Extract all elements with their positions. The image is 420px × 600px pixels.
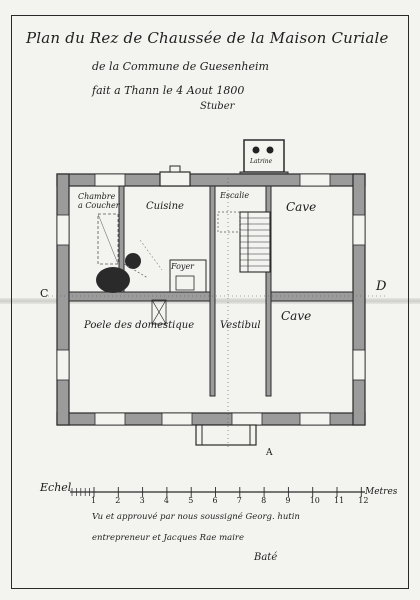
border-frame <box>11 15 409 589</box>
scale-tick-label: 5 <box>188 496 194 505</box>
interior-walls <box>68 185 354 397</box>
scale-tick-label: 7 <box>236 496 242 505</box>
kitchen-stove <box>96 239 163 293</box>
room-label-cave-top: Cave <box>286 200 317 214</box>
scale-tick-label: 2 <box>115 496 121 505</box>
entrance-steps <box>195 424 257 446</box>
foyer-hearth <box>169 259 207 293</box>
room-label-vestibul: Vestibul <box>220 320 261 331</box>
title-line-1: Plan du Rez de Chaussée de la Maison Cur… <box>26 29 389 47</box>
chambre-bed-area <box>97 213 119 265</box>
scale-tick-label: 6 <box>212 496 218 505</box>
cellar-hatch <box>151 299 167 325</box>
scale-unit: Metres <box>365 487 398 497</box>
scale-tick-label: 3 <box>139 496 145 505</box>
chimney <box>159 165 191 187</box>
scale-label: Echel <box>40 481 72 494</box>
room-label-cave-bottom: Cave <box>281 309 312 323</box>
approval-line-2: entrepreneur et Jacques Rae maire <box>92 533 245 543</box>
title-line-2: de la Commune de Guesenheim <box>92 60 269 73</box>
title-line-3: fait a Thann le 4 Aout 1800 <box>92 84 245 97</box>
room-label-chambre: Chambre a Coucher <box>78 192 120 210</box>
approval-line-1: Vu et approuvé par nous soussigné Georg.… <box>92 512 300 522</box>
room-label-escalier: Escalie <box>220 191 250 200</box>
scale-tick-label: 9 <box>285 496 291 505</box>
scale-tick-label: 11 <box>334 496 345 505</box>
scale-tick-label: 10 <box>309 496 320 505</box>
approval-signature: Baté <box>254 552 278 563</box>
room-label-cuisine: Cuisine <box>146 201 184 212</box>
title-signature: Stuber <box>200 101 235 112</box>
scale-tick-label: 4 <box>163 496 169 505</box>
mark-c: C <box>40 287 49 300</box>
room-label-foyer: Foyer <box>171 262 195 271</box>
scale-tick-label: 8 <box>261 496 267 505</box>
scale-bar <box>70 487 365 497</box>
mark-d: D <box>376 279 387 294</box>
room-label-latrine: Latrine <box>250 158 273 165</box>
scale-tick-label: 12 <box>358 496 369 505</box>
mark-a: A <box>266 448 273 458</box>
staircase <box>217 211 271 273</box>
window-openings <box>56 173 366 426</box>
scale-tick-label: 1 <box>91 496 97 505</box>
room-label-poele: Poele des domestique <box>84 320 195 331</box>
